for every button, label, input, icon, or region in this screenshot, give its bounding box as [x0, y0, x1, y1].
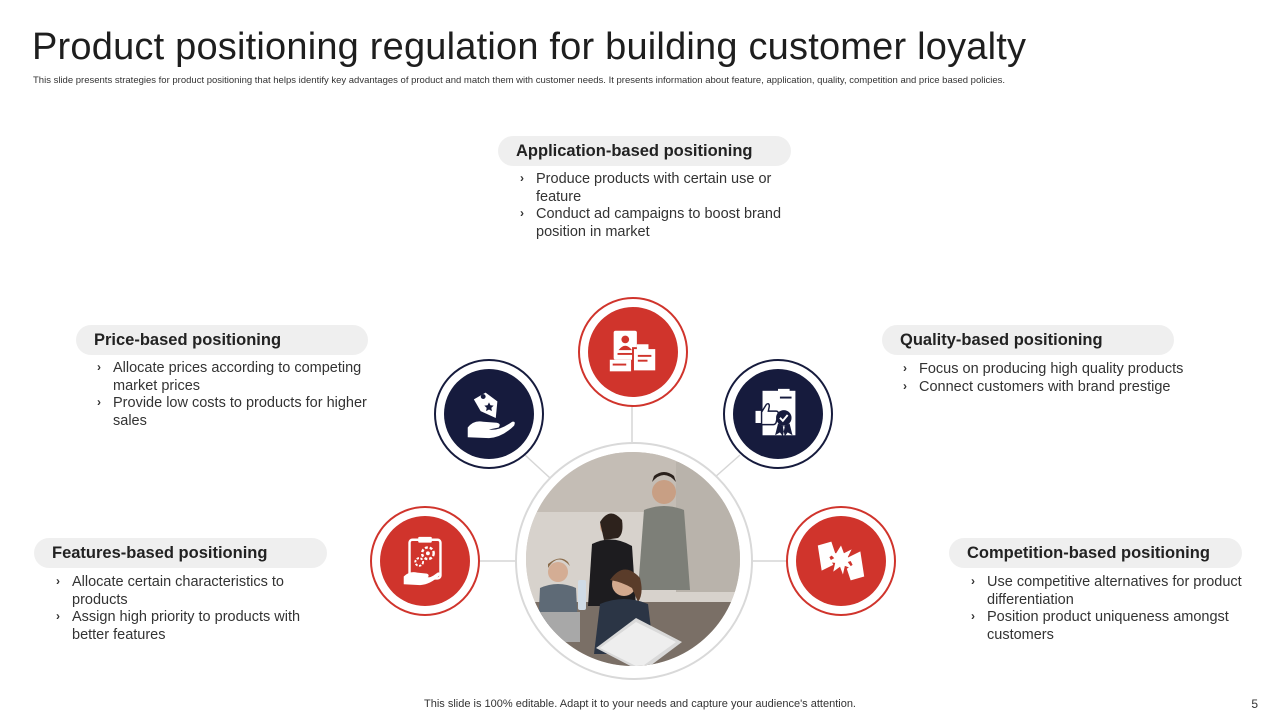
application-bullets: Produce products with certain use or fea… [516, 170, 786, 241]
list-item: Connect customers with brand prestige [899, 378, 1199, 397]
price-bullets: Allocate prices according to competing m… [93, 359, 375, 430]
page-number: 5 [1251, 697, 1258, 711]
slide-subtitle: This slide presents strategies for produ… [33, 75, 1006, 86]
quality-heading: Quality-based positioning [882, 325, 1174, 355]
competition-heading: Competition-based positioning [949, 538, 1242, 568]
list-item: Focus on producing high quality products [899, 360, 1199, 379]
list-item: Assign high priority to products with be… [52, 608, 312, 644]
price-heading: Price-based positioning [76, 325, 368, 355]
quality-bullets: Focus on producing high quality products… [899, 360, 1199, 397]
list-item: Produce products with certain use or fea… [516, 170, 786, 206]
list-item: Provide low costs to products for higher… [93, 394, 375, 430]
price-node [434, 359, 544, 469]
application-node [578, 297, 688, 407]
team-photo [526, 452, 740, 666]
id-card-folder-icon [609, 330, 658, 373]
footer-note: This slide is 100% editable. Adapt it to… [424, 698, 856, 710]
features-node [370, 506, 480, 616]
clipboard-gear-icon [403, 536, 442, 586]
breaking-puzzle-icon [817, 541, 865, 581]
features-heading: Features-based positioning [34, 538, 327, 568]
list-item: Allocate certain characteristics to prod… [52, 573, 312, 609]
list-item: Use competitive alternatives for product… [967, 573, 1257, 609]
application-heading: Application-based positioning [498, 136, 791, 166]
features-bullets: Allocate certain characteristics to prod… [52, 573, 312, 644]
competition-bullets: Use competitive alternatives for product… [967, 573, 1257, 644]
hand-price-tag-icon [467, 392, 515, 439]
list-item: Allocate prices according to competing m… [93, 359, 375, 395]
slide-title: Product positioning regulation for build… [32, 26, 1027, 68]
certificate-thumbs-up-icon [754, 388, 796, 437]
list-item: Conduct ad campaigns to boost brand posi… [516, 205, 786, 241]
team-photo-image [526, 452, 740, 666]
quality-node [723, 359, 833, 469]
competition-node [786, 506, 896, 616]
list-item: Position product uniqueness amongst cust… [967, 608, 1257, 644]
